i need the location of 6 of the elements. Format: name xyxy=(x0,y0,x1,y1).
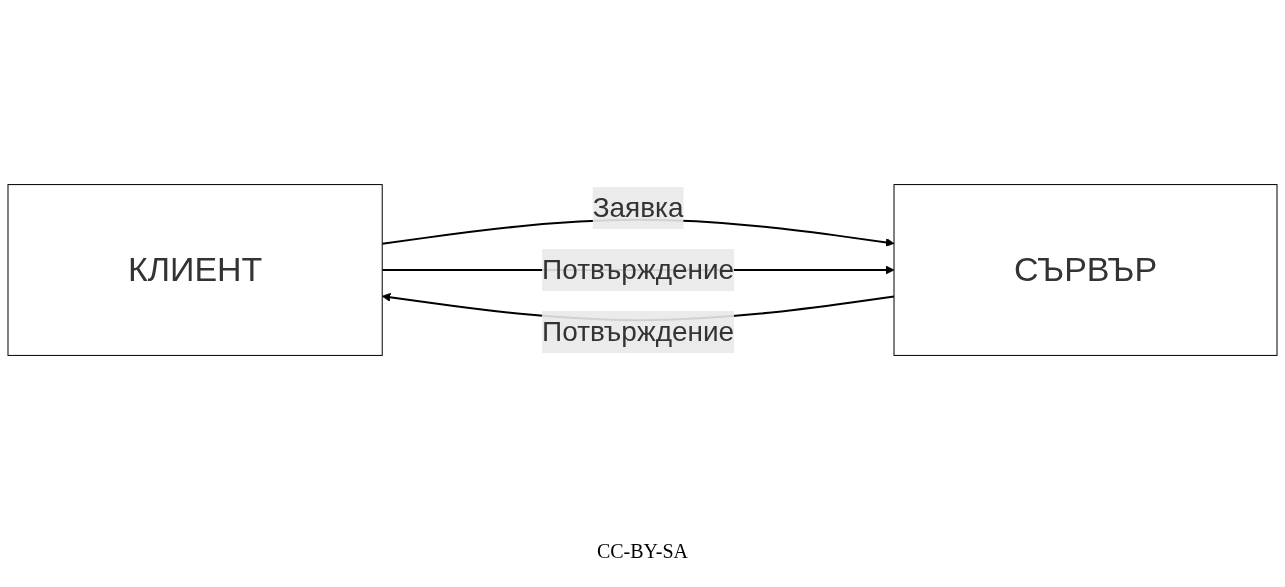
edge-label: Потвърждение xyxy=(542,315,735,347)
edge-label: Потвърждение xyxy=(542,254,735,285)
node-box: КЛИЕНТ xyxy=(7,184,383,356)
node-box: СЪРВЪР xyxy=(893,184,1278,356)
edge-label: Заявка xyxy=(592,192,684,224)
license-note: CC-BY-SA xyxy=(595,540,690,563)
